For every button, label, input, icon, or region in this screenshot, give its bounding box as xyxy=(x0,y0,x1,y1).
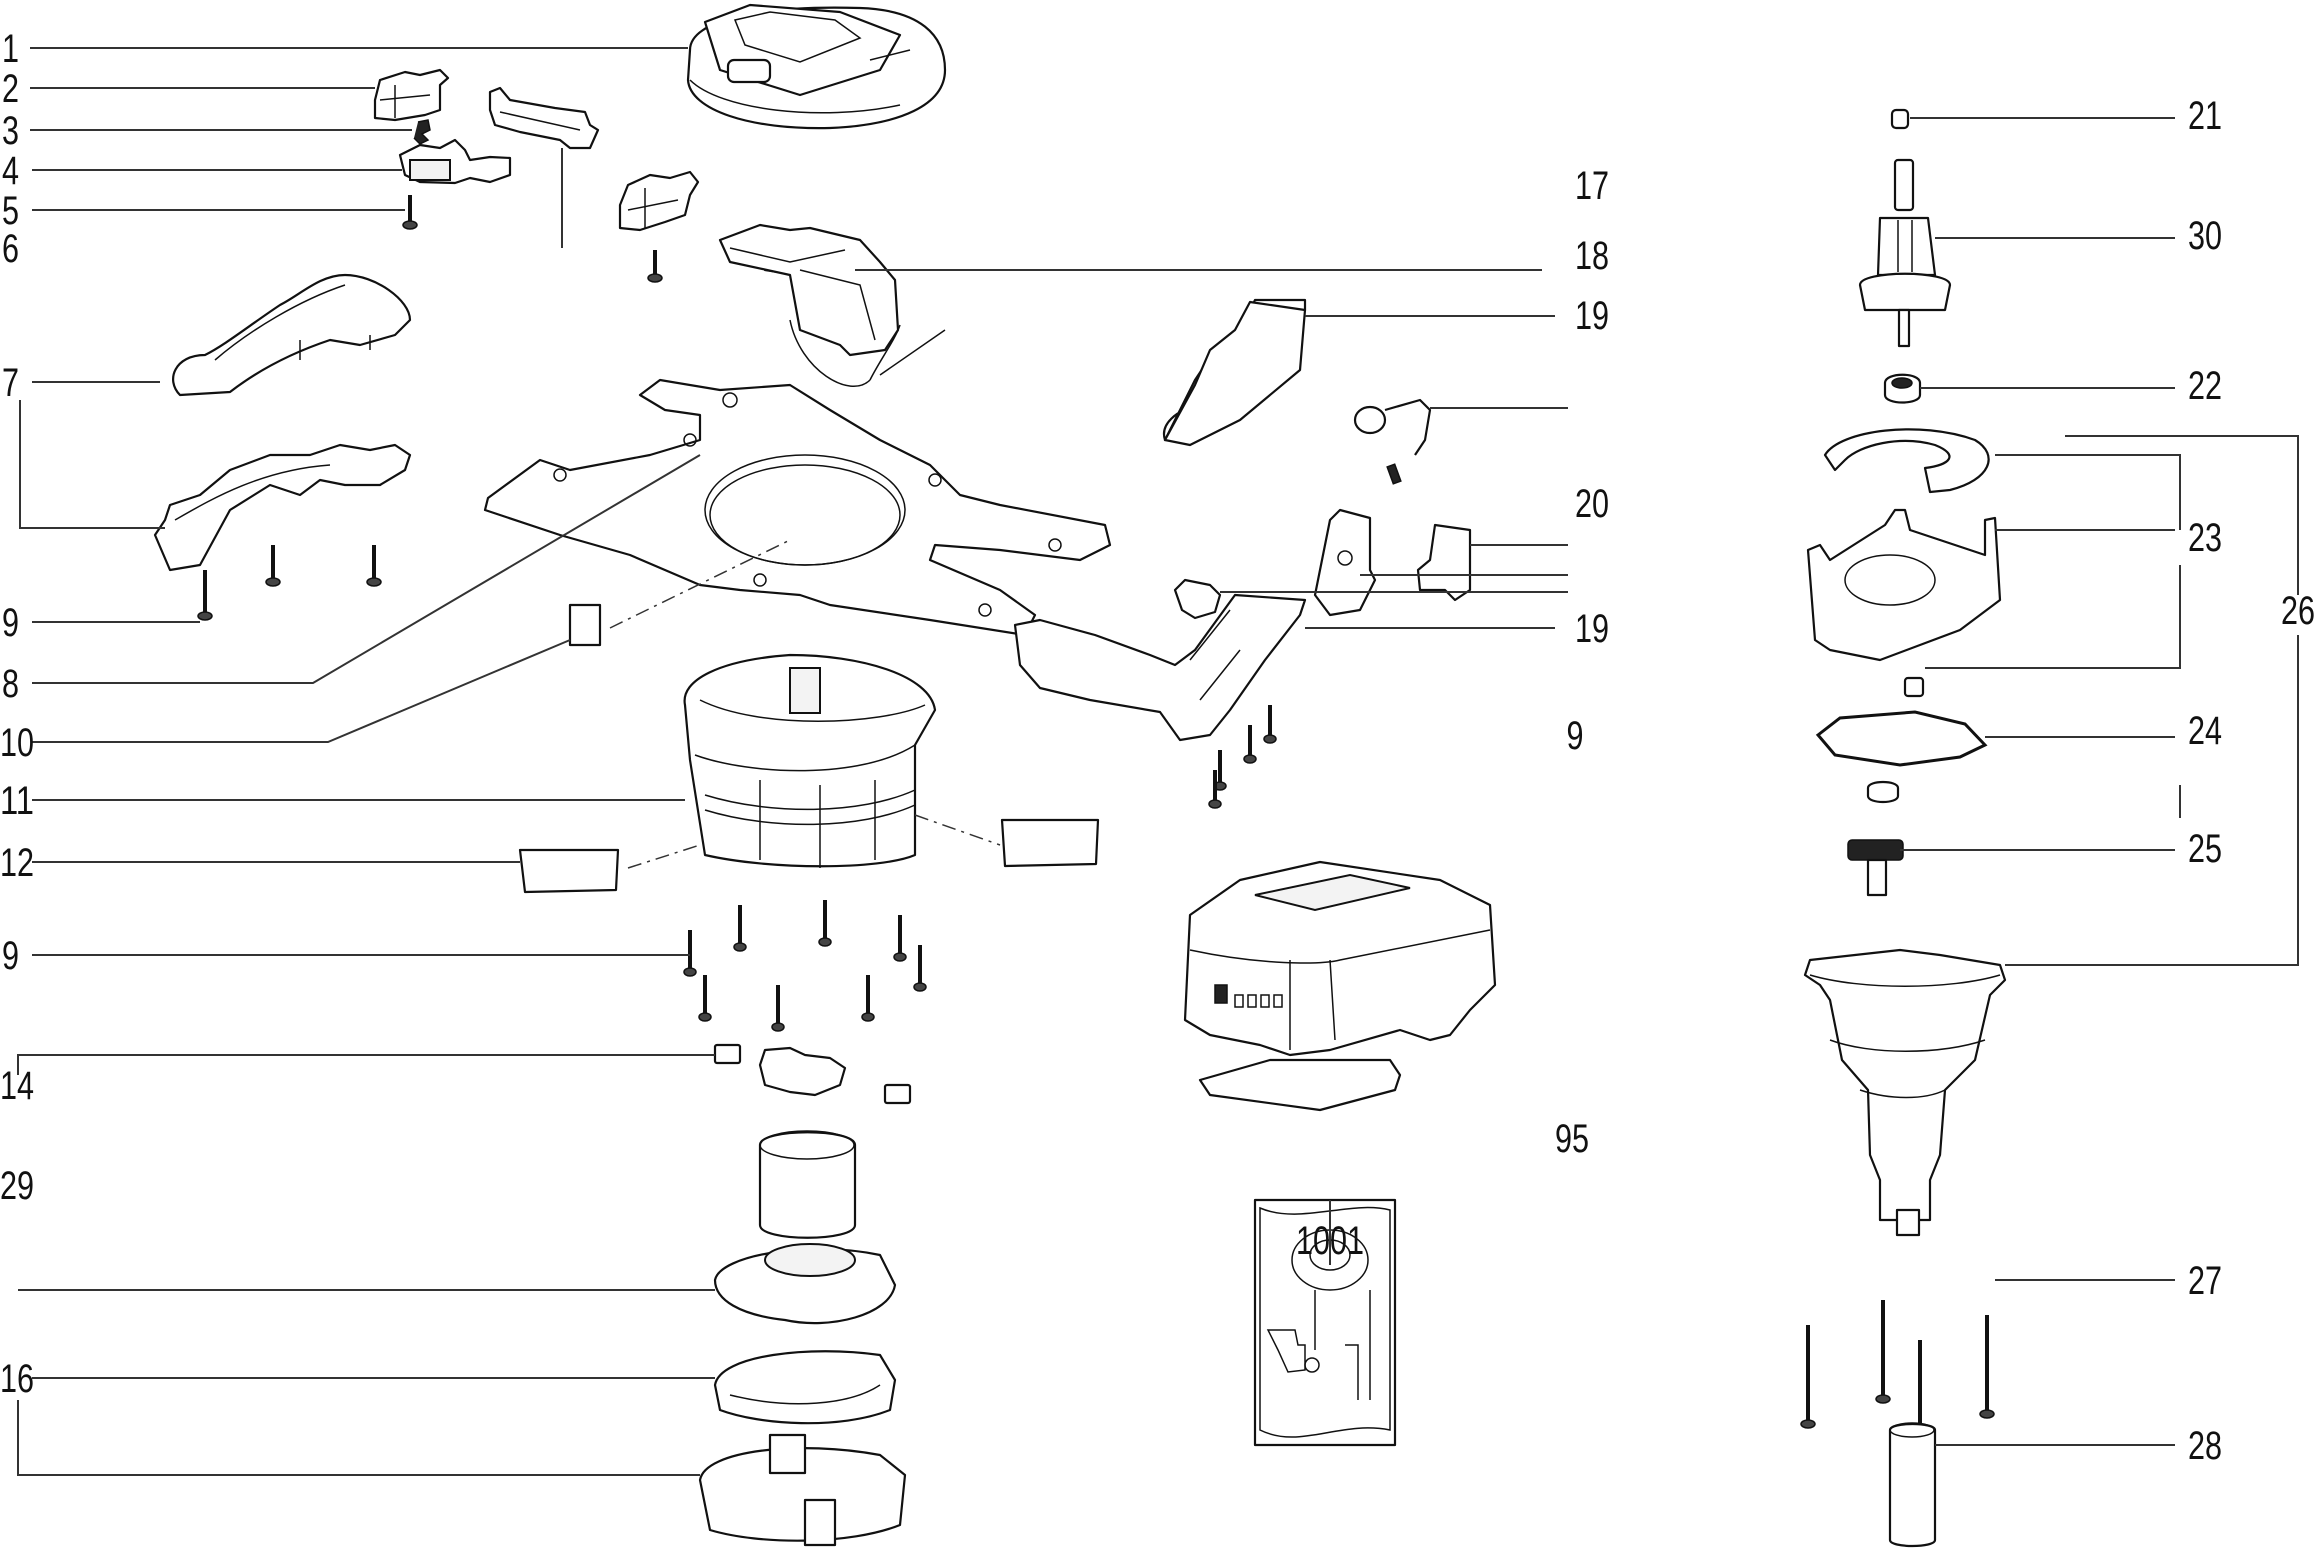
part-bearing-cap xyxy=(1890,108,1910,130)
part-handle-shell-lower xyxy=(153,443,412,621)
part-latch-left xyxy=(373,68,450,122)
callout-label-17: 17 xyxy=(1575,164,1609,208)
screw-head xyxy=(861,1012,875,1022)
part-handle-cover-lower xyxy=(1013,593,1307,809)
callout-label-11: 11 xyxy=(0,779,34,823)
part-top-housing-cap xyxy=(686,3,947,130)
screw-head xyxy=(913,982,927,992)
callout-label-9: 9 xyxy=(2,934,19,978)
part-motor-housing xyxy=(683,653,937,868)
leader-line xyxy=(2065,435,2299,595)
part-rating-label-left xyxy=(518,848,620,894)
leader-line xyxy=(17,1400,700,1476)
part-release-button xyxy=(398,138,512,185)
leader-line xyxy=(32,454,701,684)
part-sleeve xyxy=(1888,1422,1937,1548)
callout-label-9: 9 xyxy=(1567,714,1584,758)
screw-head xyxy=(733,942,747,952)
part-switch-assembly xyxy=(1313,508,1472,617)
callout-label-26: 26 xyxy=(2281,589,2315,633)
part-handle-cover-upper xyxy=(1162,298,1307,447)
part-knob xyxy=(1173,578,1222,620)
callout-label-12: 12 xyxy=(0,841,34,885)
callout-label-7: 7 xyxy=(2,361,19,405)
callout-label-8: 8 xyxy=(2,662,19,706)
part-handle-shell-upper xyxy=(172,273,412,397)
leader-line-dashed xyxy=(914,814,1001,846)
part-electronics-module xyxy=(647,223,946,387)
callout-label-1: 1 xyxy=(2,27,19,71)
screw-head xyxy=(893,952,907,962)
part-battery-pack xyxy=(1183,860,1497,1112)
callout-label-95: 95 xyxy=(1555,1117,1589,1161)
part-housing-screws xyxy=(683,900,927,1032)
callout-label-16: 16 xyxy=(0,1357,34,1401)
callout-label-28: 28 xyxy=(2188,1424,2222,1468)
callout-label-6: 6 xyxy=(2,227,19,271)
screw-head xyxy=(771,1022,785,1032)
callout-label-20: 20 xyxy=(1575,482,1609,526)
part-armature xyxy=(1858,158,1952,348)
callout-label-19: 19 xyxy=(1575,607,1609,651)
callout-label-27: 27 xyxy=(2188,1259,2222,1303)
leader-line-dashed xyxy=(627,844,701,869)
callout-label-22: 22 xyxy=(2188,364,2222,408)
part-rating-label-right xyxy=(1000,818,1100,868)
callout-label-1001: 1001 xyxy=(1296,1219,1364,1263)
part-fan-guard-rings xyxy=(698,1243,907,1547)
part-switch-bracket xyxy=(1353,398,1432,485)
callout-label-5: 5 xyxy=(2,189,19,233)
parts-drawings xyxy=(153,3,2007,1548)
screw-head xyxy=(683,967,697,977)
callout-labels: 1234567981011129142916171819201999510012… xyxy=(0,27,2315,1468)
part-brush-holder xyxy=(713,1043,912,1105)
part-ball-bearing xyxy=(1883,373,1922,404)
callout-label-14: 14 xyxy=(0,1064,34,1108)
part-small-label xyxy=(568,603,602,647)
leader-line xyxy=(32,639,571,743)
callout-label-19: 19 xyxy=(1575,294,1609,338)
part-gear-housing xyxy=(1803,948,2007,1237)
callout-label-23: 23 xyxy=(2188,516,2222,560)
leader-line xyxy=(19,400,165,529)
part-long-screws xyxy=(1800,1300,1995,1444)
part-gear xyxy=(1847,780,1904,897)
leader-line xyxy=(1995,454,2181,530)
part-wiring-diagram xyxy=(1253,1198,1397,1447)
part-gasket xyxy=(1815,710,1988,767)
part-field-coil xyxy=(758,1130,857,1239)
screw-head xyxy=(698,1012,712,1022)
part-screw-5 xyxy=(402,195,418,230)
callout-label-3: 3 xyxy=(2,109,19,153)
leader-line xyxy=(17,1054,715,1075)
part-base-plate xyxy=(483,378,1112,637)
part-spring xyxy=(413,119,431,145)
callout-label-2: 2 xyxy=(2,67,19,111)
callout-label-4: 4 xyxy=(2,149,19,193)
callout-label-21: 21 xyxy=(2188,94,2222,138)
leader-line xyxy=(1925,565,2181,669)
callout-label-25: 25 xyxy=(2188,827,2222,871)
part-latch-bracket xyxy=(488,86,600,150)
part-latch-right xyxy=(618,170,700,232)
leader-line xyxy=(2005,635,2299,966)
screw-head xyxy=(818,937,832,947)
callout-label-29: 29 xyxy=(0,1164,34,1208)
part-fan-baffle xyxy=(1806,428,2002,698)
callout-label-9: 9 xyxy=(2,601,19,645)
callout-label-24: 24 xyxy=(2188,709,2222,753)
leader-line-dashed xyxy=(609,539,791,629)
callout-label-10: 10 xyxy=(0,721,34,765)
callout-label-18: 18 xyxy=(1575,234,1609,278)
leader-lines xyxy=(17,47,2299,1476)
callout-label-30: 30 xyxy=(2188,214,2222,258)
